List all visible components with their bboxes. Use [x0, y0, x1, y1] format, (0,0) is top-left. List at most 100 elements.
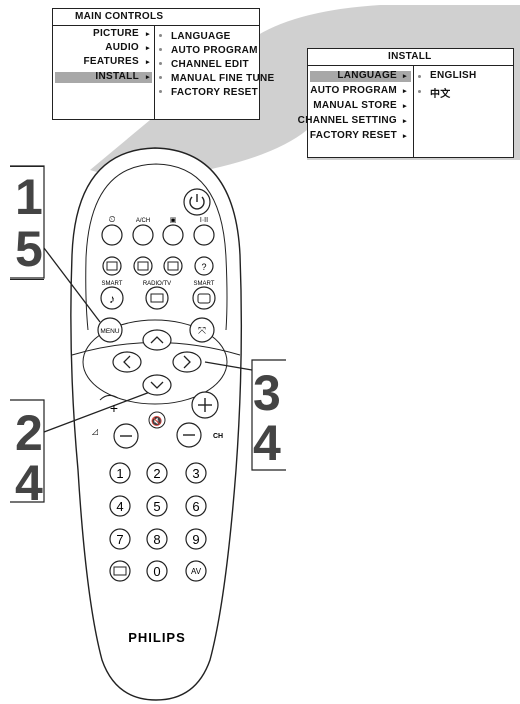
mute-icon: 🔇	[151, 415, 162, 426]
install-item-channel-setting[interactable]: CHANNEL SETTING	[297, 115, 397, 126]
question-icon: ?	[201, 262, 206, 272]
sleep-timer-icon: ⏲	[108, 214, 115, 224]
step-number: 4	[253, 415, 281, 471]
volume-down-button[interactable]	[113, 423, 139, 449]
digit-button-2[interactable]: 2	[146, 462, 168, 484]
bullet-icon	[159, 62, 162, 65]
submenu-arrow-icon: ▸	[403, 103, 407, 110]
submenu-item-factory-reset: FACTORY RESET	[171, 87, 259, 98]
submenu-item-auto-program: AUTO PROGRAM	[171, 45, 258, 56]
volume-icon: ◿	[92, 427, 99, 436]
radio-tv-label: RADIO/TV	[143, 281, 171, 287]
radio-tv-button[interactable]	[145, 286, 169, 310]
digit-label: 4	[116, 499, 123, 514]
digit-button-4[interactable]: 4	[109, 495, 131, 517]
bullet-icon	[159, 34, 162, 37]
bullet-icon	[418, 90, 421, 93]
submenu-item-manual-fine-tune: MANUAL FINE TUNE	[171, 73, 275, 84]
step-number: 4	[15, 455, 43, 511]
philips-logo: PHILIPS	[128, 630, 186, 645]
main-controls-menu: MAIN CONTROLS PICTURE AUDIO FEATURES INS…	[52, 8, 274, 120]
power-button[interactable]	[183, 188, 211, 216]
svg-text:AV: AV	[191, 567, 202, 576]
nav-right-button[interactable]	[172, 351, 202, 373]
step-number: 5	[15, 221, 43, 277]
digit-button-7[interactable]: 7	[109, 528, 131, 550]
digit-label: 3	[192, 466, 199, 481]
menu-label: MENU	[100, 328, 119, 335]
menu-item-install[interactable]: INSTALL	[95, 71, 139, 82]
step-number: 1	[15, 169, 43, 225]
nav-up-button[interactable]	[142, 329, 172, 351]
digit-label: 2	[153, 466, 160, 481]
submenu-arrow-icon: ▸	[403, 73, 407, 80]
step-number: 3	[253, 365, 281, 421]
digit-label: 7	[116, 532, 123, 547]
smart-picture-button[interactable]	[192, 286, 216, 310]
submenu-arrow-icon: ▸	[403, 88, 407, 95]
teletext-button[interactable]	[162, 224, 184, 246]
sleep-button[interactable]	[101, 224, 123, 246]
digit-button-0[interactable]: 0	[146, 560, 168, 582]
digit-button-8[interactable]: 8	[146, 528, 168, 550]
digit-button-5[interactable]: 5	[146, 495, 168, 517]
bullet-icon	[159, 48, 162, 51]
install-item-auto-program[interactable]: AUTO PROGRAM	[310, 85, 397, 96]
menu-item-picture[interactable]: PICTURE	[93, 28, 139, 39]
language-option-english[interactable]: ENGLISH	[430, 70, 477, 81]
mute-button[interactable]: 🔇	[148, 411, 166, 429]
digit-button-1[interactable]: 1	[109, 462, 131, 484]
step-number: 2	[15, 405, 43, 461]
digit-label: 9	[192, 532, 199, 547]
teletext-mix-button[interactable]	[102, 256, 122, 276]
ach-label: A/CH	[136, 218, 150, 224]
teletext-toggle-button[interactable]	[109, 560, 131, 582]
teletext-hold-button[interactable]	[163, 256, 183, 276]
install-menu-title-bar	[308, 49, 513, 66]
language-option-chinese[interactable]: 中文	[430, 89, 451, 100]
digit-button-9[interactable]: 9	[185, 528, 207, 550]
submenu-arrow-icon: ▸	[403, 118, 407, 125]
nav-down-button[interactable]	[142, 374, 172, 396]
av-button[interactable]: AV	[185, 560, 207, 582]
install-menu-title: INSTALL	[388, 51, 432, 62]
install-item-manual-store[interactable]: MANUAL STORE	[313, 100, 397, 111]
digit-label: 1	[116, 466, 123, 481]
volume-up-icon: +	[110, 400, 118, 416]
music-note-icon: ♪	[109, 292, 115, 306]
submenu-arrow-icon: ▸	[146, 31, 150, 38]
submenu-arrow-icon: ▸	[403, 133, 407, 140]
install-item-factory-reset[interactable]: FACTORY RESET	[309, 130, 397, 141]
nav-left-button[interactable]	[112, 351, 142, 373]
smart-picture-label: SMART	[194, 281, 215, 287]
bullet-icon	[418, 75, 421, 78]
dual-sound-button[interactable]	[193, 224, 215, 246]
menu-item-audio[interactable]: AUDIO	[105, 42, 139, 53]
menu-item-features[interactable]: FEATURES	[83, 56, 139, 67]
install-menu: INSTALL LANGUAGE AUTO PROGRAM MANUAL STO…	[298, 48, 514, 158]
bullet-icon	[159, 76, 162, 79]
ach-button[interactable]	[132, 224, 154, 246]
submenu-arrow-icon: ▸	[146, 45, 150, 52]
ch-label: CH	[213, 433, 223, 440]
menu-button[interactable]	[97, 317, 123, 343]
smart-sound-label: SMART	[102, 281, 123, 287]
format-icon: ⤧	[198, 326, 206, 337]
channel-down-button[interactable]	[176, 422, 202, 448]
info-button[interactable]	[194, 256, 214, 276]
digit-button-6[interactable]: 6	[185, 495, 207, 517]
channel-up-button[interactable]	[191, 391, 219, 419]
submenu-arrow-icon: ▸	[146, 74, 150, 81]
digit-label: 5	[153, 499, 160, 514]
digit-button-3[interactable]: 3	[185, 462, 207, 484]
install-item-language[interactable]: LANGUAGE	[337, 70, 397, 81]
smart-sound-button[interactable]	[100, 286, 124, 310]
main-menu-title-bar	[53, 9, 259, 26]
bullet-icon	[159, 90, 162, 93]
install-menu-highlight	[310, 71, 411, 82]
submenu-item-channel-edit: CHANNEL EDIT	[171, 59, 249, 70]
digit-label: 8	[153, 532, 160, 547]
format-button[interactable]	[189, 317, 215, 343]
teletext-size-button[interactable]	[133, 256, 153, 276]
main-menu-highlight	[55, 72, 152, 83]
